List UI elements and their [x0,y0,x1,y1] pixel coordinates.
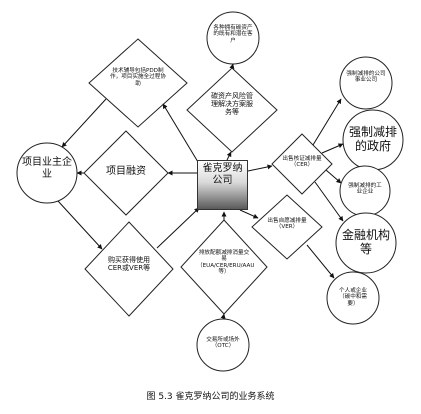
arrow-ver-to-individual [306,244,335,279]
mandatory-public-circle [339,56,393,110]
arrow-center-to-sell-cer [247,164,273,172]
arrow-center-to-risk [226,151,232,161]
sell-cer-label: 出售核证减排量（CER） [282,156,322,169]
arrow-cer-to-gov [321,143,344,154]
holders-clients-label: 各种拥有碳资产的既有和潜在客户 [213,25,253,44]
mandatory-gov-label: 强制减排的政府 [348,125,397,153]
carbon-risk-diamond [186,67,278,153]
financial-inst-circle [335,212,397,274]
sell-ver-diamond [251,194,323,260]
project-finance-diamond [83,130,169,216]
mandatory-industry-label: 强制减排的工业企业 [348,183,382,196]
sell-cer-diamond [271,133,333,195]
tech-service-diamond [88,38,188,128]
tech-service-label: 技术辅导包括PDD制作，项目实施全过程协助 [110,68,166,87]
sell-ver-label: 出售自愿减排量（VER） [267,218,307,231]
arrow-cer-to-public [312,98,342,146]
project-finance-label: 项目融资 [106,166,146,177]
figure-caption: 图 5.3 雀克罗纳公司的业务系统 [146,392,275,402]
arrow-buy-to-center [156,207,200,249]
individual-label: 个人或企业（碳中和需要） [339,288,367,307]
arrow-otc-to-trading [220,313,226,320]
mandatory-public-label: 强制减排的公司事业公司 [346,71,386,84]
arrow-cer-to-financial [314,181,344,222]
buy-cer-ver-label: 购买获得使用CER或VER等 [107,256,151,273]
financial-inst-label: 金融机构等 [341,228,390,256]
arrow-owner-to-buy [57,200,103,250]
individual-circle [326,271,380,325]
arrow-center-to-sell-ver [239,209,259,219]
project-owner-label: 项目业主企业 [22,157,72,180]
arrow-tech-to-owner [61,98,107,148]
carbon-risk-label: 碳资产风险管理解决方案服务等 [211,92,253,117]
otc-label: 交易所或场外（OTC） [206,337,240,350]
arrow-center-to-tech [162,103,199,163]
center-company-box [197,160,248,210]
center-company-label: 雀克罗纳公司 [202,163,243,186]
arrow-risk-to-clients [229,63,235,69]
buy-cer-ver-diamond [84,221,174,317]
arrow-cer-to-industry [325,169,342,184]
emission-trading-label: 排放配额减排消量交易（EUA/CER/ERU/AAU等） [197,250,255,276]
